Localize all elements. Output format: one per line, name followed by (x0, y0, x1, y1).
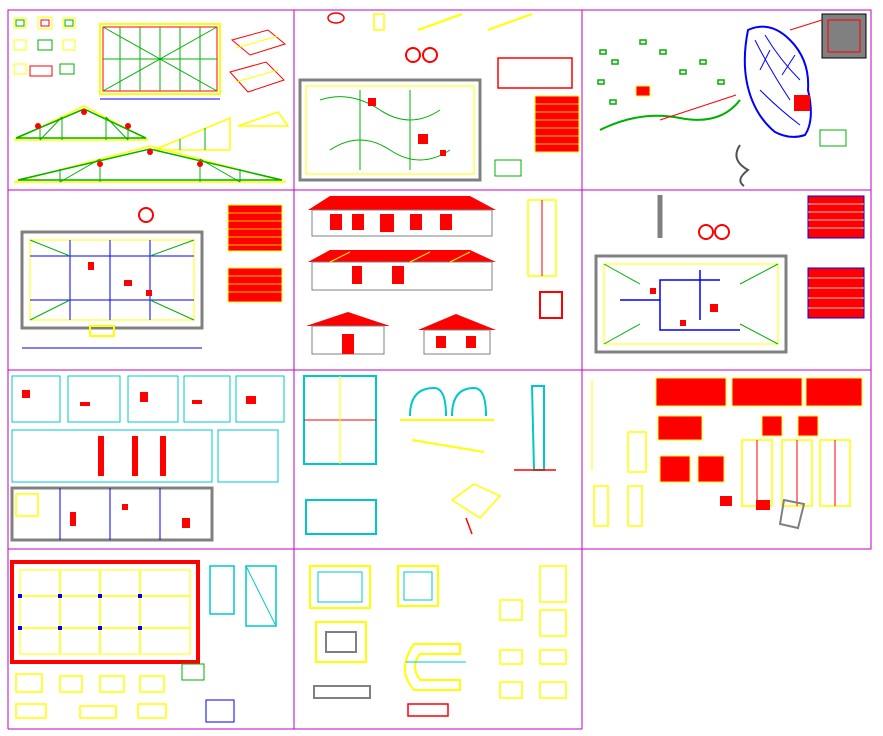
sheet-architectural-floor-plan (8, 190, 294, 369)
sheet-foundation-plan (8, 550, 294, 729)
sheet-plumbing-plan (583, 190, 871, 369)
sheet-site-location-map (583, 10, 871, 189)
sheet-structural-details (295, 370, 582, 549)
sheet-elevations-sections (295, 190, 582, 369)
sheet-bathroom-details (8, 370, 294, 549)
sheet-footing-details (295, 550, 582, 729)
sheet-electrical-plan (295, 10, 582, 189)
sheet-roof-trusses (8, 10, 294, 189)
sheet-carpentry-details (583, 370, 871, 549)
sheet-borders (7, 9, 872, 730)
